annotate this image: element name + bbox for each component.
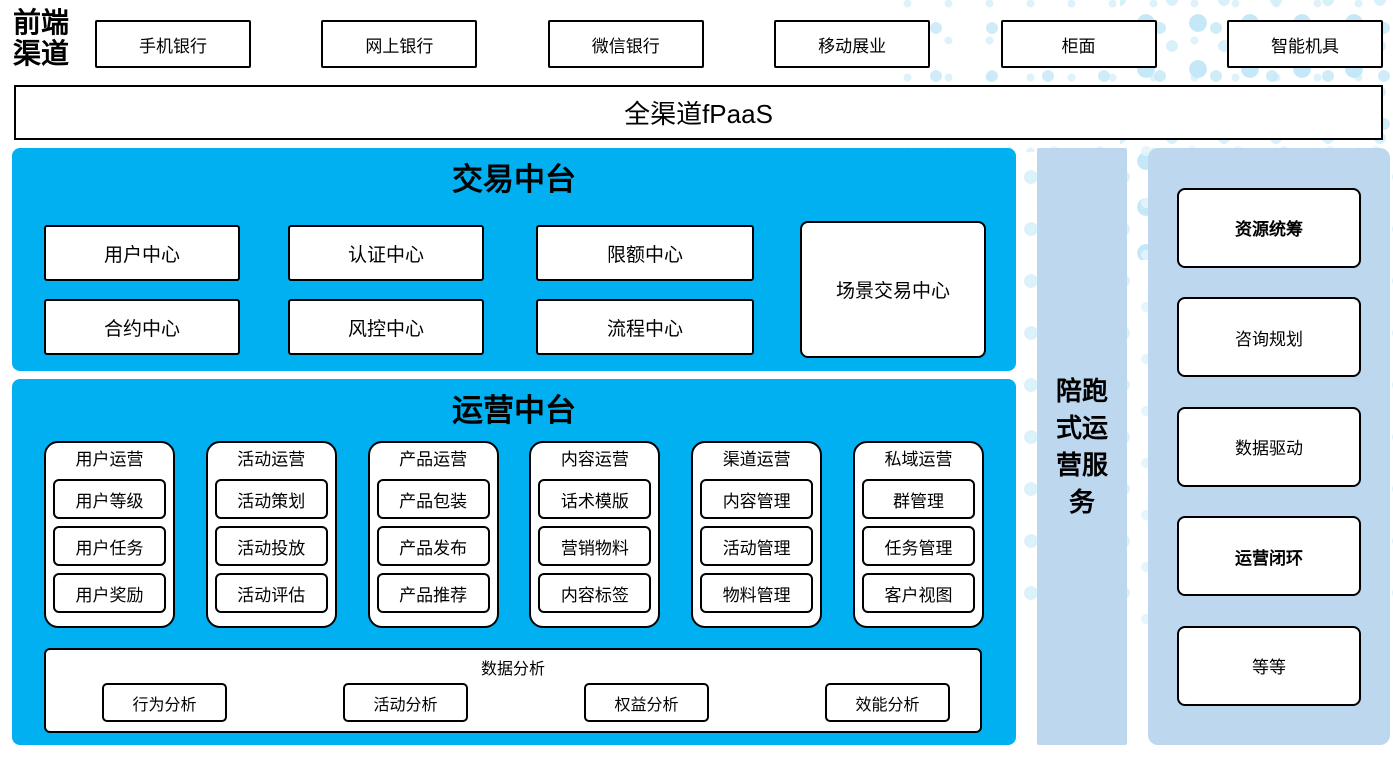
box-limit-center: 限额中心 [536, 225, 754, 281]
group-activity-operation: 活动运营 活动策划 活动投放 活动评估 [205, 441, 337, 628]
box-scene-trade-center: 场景交易中心 [800, 221, 986, 358]
group-item: 任务管理 [861, 526, 975, 566]
group-item: 活动管理 [700, 526, 814, 566]
accompany-service-strip: 陪跑式运营服务 [1037, 148, 1127, 745]
group-title: 用户运营 [75, 450, 144, 469]
box-consulting-planning: 咨询规划 [1177, 297, 1361, 377]
operation-platform-title: 运营中台 [452, 393, 576, 429]
group-item: 营销物料 [538, 526, 652, 566]
box-risk-center: 风控中心 [288, 299, 484, 355]
group-item: 活动策划 [214, 479, 328, 519]
channel-box-online-banking: 网上银行 [321, 20, 478, 68]
group-item: 物料管理 [700, 573, 814, 613]
trade-platform-panel: 交易中台 用户中心 认证中心 限额中心 合约中心 风控中心 流程中心 场景交易中… [12, 148, 1016, 371]
box-activity-analysis: 活动分析 [343, 683, 468, 722]
group-item: 用户任务 [53, 526, 166, 566]
channel-box-mobile-marketing: 移动展业 [774, 20, 931, 68]
box-benefit-analysis: 权益分析 [584, 683, 709, 722]
front-channels-row: 手机银行 网上银行 微信银行 移动展业 柜面 智能机具 [95, 20, 1383, 68]
group-title: 私域运营 [884, 450, 953, 469]
box-contract-center: 合约中心 [44, 299, 240, 355]
group-item: 话术模版 [538, 479, 652, 519]
group-item: 群管理 [861, 479, 975, 519]
group-content-operation: 内容运营 话术模版 营销物料 内容标签 [529, 441, 661, 628]
front-channels-label: 前端渠道 [12, 6, 69, 70]
channel-box-counter: 柜面 [1000, 20, 1157, 68]
group-item: 内容管理 [700, 479, 814, 519]
box-resource-planning: 资源统筹 [1177, 187, 1361, 268]
group-item: 产品推荐 [376, 573, 490, 613]
group-item: 活动评估 [214, 573, 328, 613]
group-item: 客户视图 [861, 573, 975, 613]
box-operation-loop: 运营闭环 [1177, 516, 1361, 596]
group-title: 内容运营 [560, 450, 629, 469]
group-product-operation: 产品运营 产品包装 产品发布 产品推荐 [367, 441, 499, 628]
data-analysis-box: 数据分析 行为分析 活动分析 权益分析 效能分析 [44, 648, 982, 733]
group-item: 产品包装 [376, 479, 490, 519]
channel-box-mobile-banking: 手机银行 [95, 20, 251, 68]
box-user-center: 用户中心 [44, 225, 240, 281]
box-behavior-analysis: 行为分析 [102, 683, 227, 722]
accompany-service-label: 陪跑式运营服务 [1055, 375, 1108, 517]
group-item: 产品发布 [376, 526, 490, 566]
trade-platform-title: 交易中台 [452, 162, 576, 198]
box-efficiency-analysis: 效能分析 [825, 683, 950, 722]
group-item: 用户等级 [53, 479, 166, 519]
service-panel: 资源统筹 咨询规划 数据驱动 运营闭环 等等 [1148, 148, 1390, 745]
group-item: 活动投放 [214, 526, 328, 566]
box-etc: 等等 [1177, 625, 1361, 706]
box-auth-center: 认证中心 [288, 225, 484, 281]
group-channel-operation: 渠道运营 内容管理 活动管理 物料管理 [691, 441, 823, 628]
channel-box-wechat-banking: 微信银行 [547, 20, 704, 68]
data-analysis-items: 行为分析 活动分析 权益分析 效能分析 [102, 683, 950, 722]
data-analysis-title: 数据分析 [480, 661, 545, 678]
channel-box-smart-devices: 智能机具 [1226, 20, 1383, 68]
operation-platform-panel: 运营中台 用户运营 用户等级 用户任务 用户奖励 活动运营 活动策划 活动投放 … [12, 379, 1016, 745]
group-title: 活动运营 [237, 450, 306, 469]
fpaas-bar: 全渠道fPaaS [14, 85, 1383, 140]
group-title: 渠道运营 [722, 450, 791, 469]
group-title: 产品运营 [399, 450, 468, 469]
group-user-operation: 用户运营 用户等级 用户任务 用户奖励 [44, 441, 175, 628]
operation-groups-row: 用户运营 用户等级 用户任务 用户奖励 活动运营 活动策划 活动投放 活动评估 … [44, 441, 984, 628]
group-private-domain-operation: 私域运营 群管理 任务管理 客户视图 [852, 441, 984, 628]
group-item: 内容标签 [538, 573, 652, 613]
box-process-center: 流程中心 [536, 299, 754, 355]
group-item: 用户奖励 [53, 573, 166, 613]
box-data-driven: 数据驱动 [1177, 406, 1361, 487]
